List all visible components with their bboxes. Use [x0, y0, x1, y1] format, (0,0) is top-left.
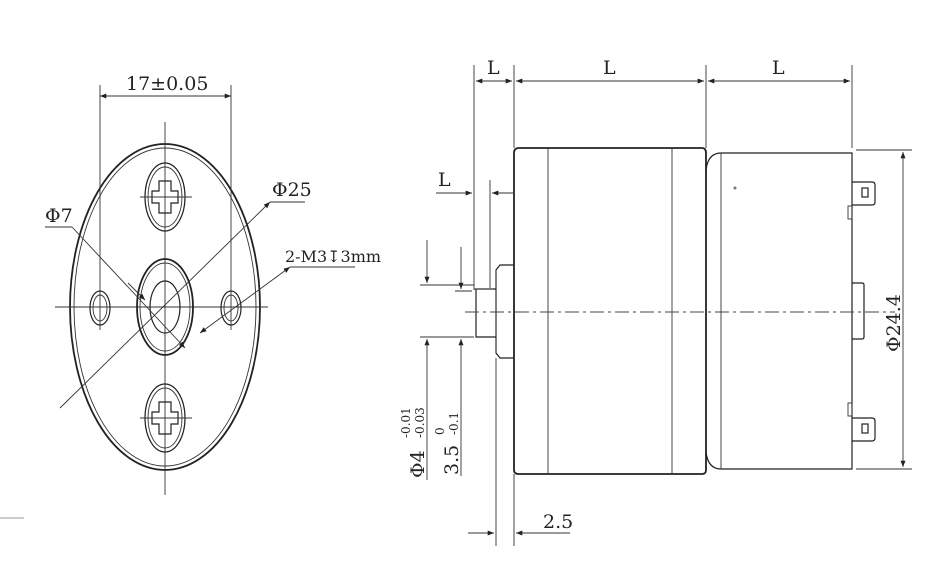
mount-holes-label: 2-M3↧3mm — [285, 247, 381, 266]
flat-width-label: 3.5 — [441, 445, 463, 475]
flat-tol-upper: 0 — [433, 427, 447, 435]
dim-L3-label: L — [772, 57, 785, 79]
flat-width-dim: 3.5 0 -0.1 — [433, 412, 463, 475]
dim-L2-label: L — [603, 57, 616, 79]
front-view — [45, 85, 355, 495]
bottom-screw-icon — [140, 383, 192, 453]
body-diameter-label: Φ25 — [272, 179, 312, 201]
left-mount-hole-icon — [89, 290, 111, 326]
hole-spacing-label: 17±0.05 — [126, 73, 208, 95]
side-view — [420, 65, 912, 546]
bottom-terminal-icon — [847, 402, 876, 442]
rear-bearing-icon — [852, 282, 865, 340]
shaft-diameter-dim: Φ4 -0.01 -0.03 — [399, 407, 429, 478]
shaft-diameter-tol-upper: -0.01 — [399, 407, 413, 438]
dim-L1-label: L — [487, 57, 500, 79]
can-diameter-label: Φ24.4 — [883, 294, 905, 352]
shaft-diameter-tol-lower: -0.03 — [413, 407, 427, 438]
top-terminal-icon — [847, 181, 876, 220]
boss-diameter-label: Φ7 — [45, 205, 73, 227]
shaft-diameter-label: Φ4 — [407, 450, 429, 478]
flat-tol-lower: -0.1 — [447, 412, 461, 435]
shaft-L-label: L — [438, 169, 451, 191]
boss-length-label: 2.5 — [543, 511, 573, 533]
top-screw-icon — [140, 162, 192, 232]
can-diameter-dim: Φ24.4 — [883, 294, 905, 352]
